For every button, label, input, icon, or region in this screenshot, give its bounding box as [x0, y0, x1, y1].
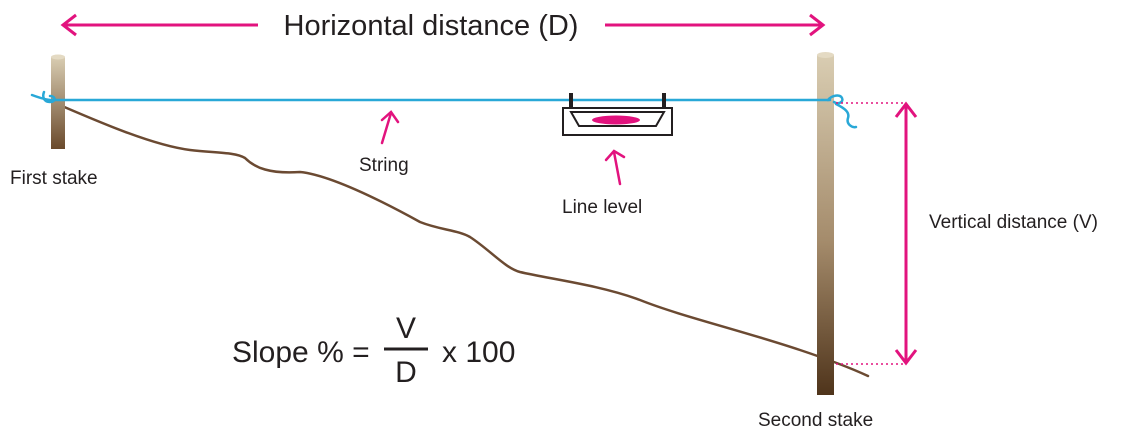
slope-formula: Slope % = V D x 100: [232, 312, 515, 389]
string-line: [30, 90, 858, 129]
horizontal-distance-label: Horizontal distance (D): [284, 10, 579, 42]
ground-slope-line: [46, 98, 870, 378]
line-level: [562, 93, 673, 136]
formula-lhs: Slope % =: [232, 336, 370, 369]
vertical-distance-guides: [836, 102, 905, 365]
formula-numerator: V: [396, 312, 416, 345]
horizontal-distance-arrow: [60, 13, 826, 37]
first-stake: [51, 54, 65, 149]
second-stake: [817, 52, 834, 395]
line-level-label: Line level: [562, 197, 642, 218]
line-level-pointer-arrow: [604, 149, 626, 186]
level-bubble: [592, 115, 640, 125]
formula-denominator: D: [395, 356, 417, 389]
vertical-distance-arrow: [894, 101, 918, 366]
vertical-distance-label: Vertical distance (V): [929, 212, 1098, 233]
first-stake-label: First stake: [10, 168, 98, 189]
string-pointer-arrow: [380, 110, 400, 145]
string-label: String: [359, 155, 409, 176]
formula-multiplier: x 100: [442, 336, 515, 369]
second-stake-label: Second stake: [758, 410, 873, 431]
